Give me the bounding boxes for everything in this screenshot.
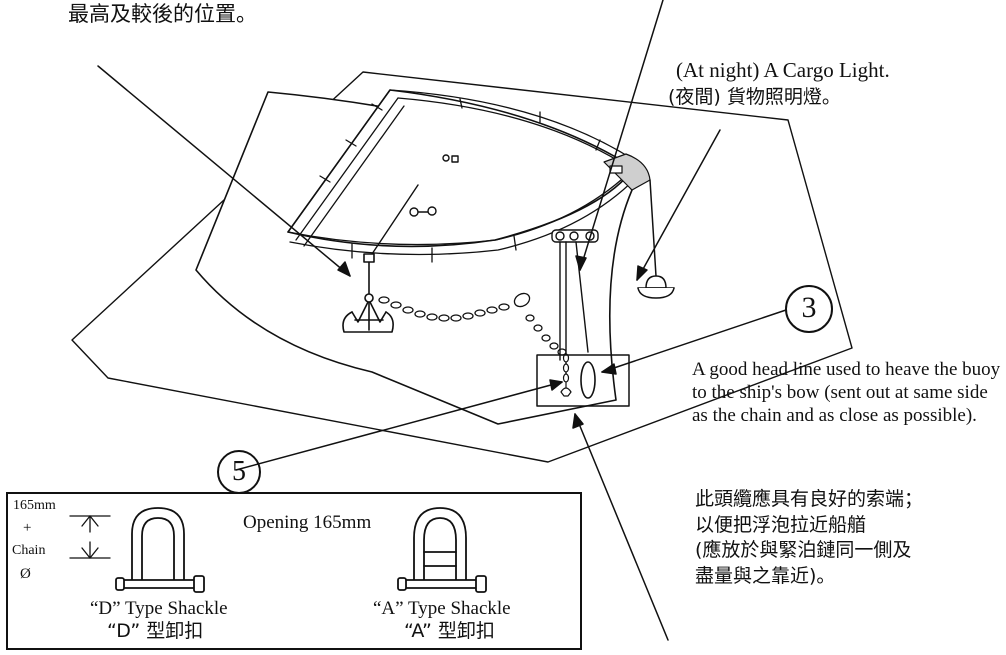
anchor-icon: [342, 253, 394, 333]
head-line-note-zh-line: 盡量與之靠近)。: [695, 564, 836, 587]
buoy-detail-box: [536, 354, 630, 407]
a-shackle-icon: [397, 507, 487, 593]
dimension-diameter-label: Ø: [20, 566, 31, 582]
cargo-light-label-en: (At night) A Cargo Light.: [676, 58, 890, 82]
bulwark-rail: [287, 89, 637, 263]
mooring-buoy-icon: [580, 361, 596, 399]
dimension-marks: [69, 515, 111, 559]
d-shackle-label-en: “D” Type Shackle: [90, 598, 228, 619]
callout-3: 3: [785, 285, 833, 333]
head-line-note-zh-line: 此頭纜應具有良好的索端；: [695, 488, 924, 510]
mooring-chain: [378, 292, 567, 356]
leader-lines: [97, 0, 787, 641]
dimension-plus-label: +: [23, 520, 32, 536]
fairlead: [609, 165, 623, 174]
dimension-chain-label: Chain: [12, 543, 46, 558]
forecastle-deck: [287, 89, 635, 248]
head-line-note-en: A good head line used to heave the buoy …: [692, 359, 1001, 427]
head-line-note-zh: 此頭纜應具有良好的索端； 以便把浮泡拉近船艏 (應放於與緊泊鏈同一側及 盡量與之…: [695, 487, 1005, 590]
a-shackle-label-zh: “A” 型卸扣: [404, 620, 495, 642]
shackle-legend-box: [6, 492, 582, 650]
top-note: 最高及較後的位置。: [68, 2, 257, 26]
d-shackle-icon: [115, 507, 205, 593]
head-line-note-zh-line: (應放於與緊泊鏈同一側及: [695, 539, 912, 562]
buoy-chain: [560, 353, 572, 397]
opening-label: Opening 165mm: [243, 512, 372, 533]
head-line-note-zh-line: 以便把浮泡拉近船艏: [695, 513, 867, 536]
deck-fittings: [371, 154, 459, 255]
callout-5: 5: [217, 450, 261, 494]
cargo-light-label-zh: (夜間) 貨物照明燈。: [668, 86, 841, 108]
a-shackle-label-en: “A” Type Shackle: [373, 598, 511, 619]
cargo-light-icon: [637, 179, 675, 299]
dimension-165mm-label: 165mm: [13, 498, 56, 513]
d-shackle-label-zh: “D” 型卸扣: [107, 620, 204, 642]
